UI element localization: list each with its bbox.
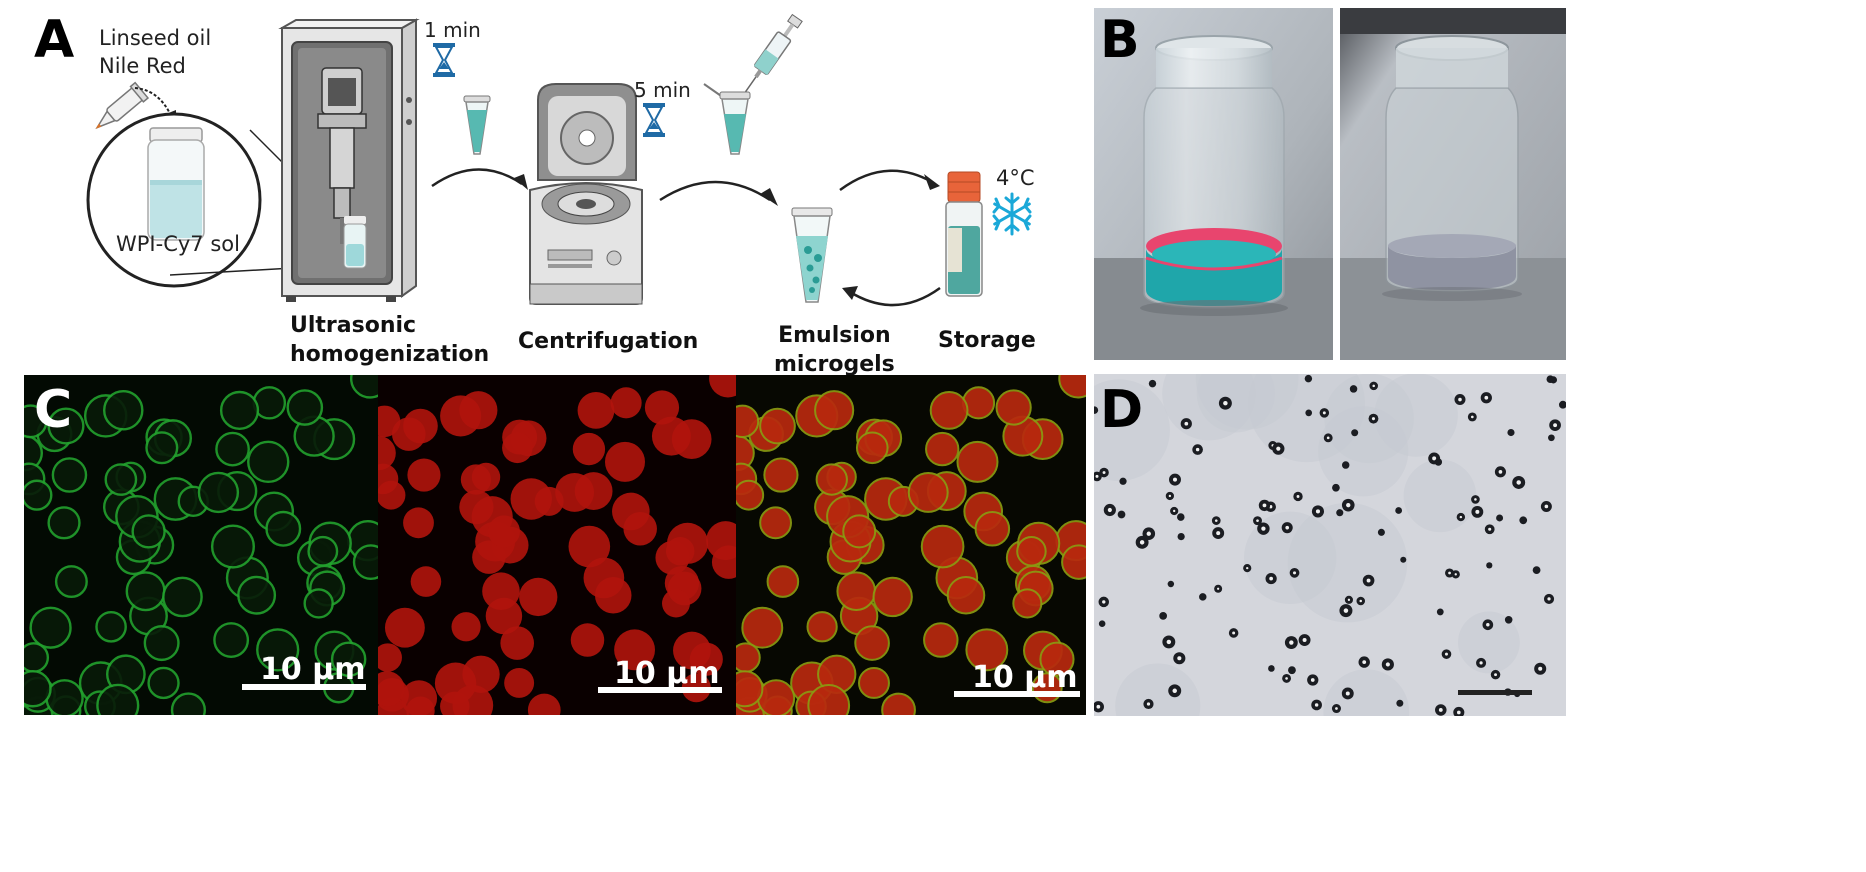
arrow-to-emulsion	[659, 180, 778, 206]
arrow-from-storage	[842, 286, 941, 307]
scale-label-merged: 10 µm	[972, 660, 1078, 695]
vial-photo-gray	[1340, 8, 1566, 360]
brightfield-micrograph	[1094, 374, 1566, 716]
scale-bar-merged	[954, 691, 1080, 697]
arrow-to-centrifuge	[431, 168, 528, 190]
emulsion-tube-icon	[791, 207, 833, 303]
magnified-vial-circle	[86, 112, 262, 288]
scale-label-green: 10 µm	[260, 652, 366, 687]
panel-c-letter: C	[34, 380, 73, 440]
step-emulsion-line2: microgels	[774, 351, 895, 377]
step-ultrasonic-label: Ultrasonic homogenization	[290, 312, 489, 369]
scale-bar-red	[598, 687, 722, 693]
vial-photo-colored	[1094, 8, 1333, 360]
panel-a-letter: A	[34, 10, 75, 70]
step-emulsion-line1: Emulsion	[778, 323, 891, 348]
ultrasonic-homogenizer-icon	[278, 18, 420, 302]
step-ultrasonic-line1: Ultrasonic	[290, 313, 417, 338]
panel-b-letter: B	[1100, 10, 1140, 70]
arrow-to-storage	[839, 169, 940, 192]
syringe-icon	[745, 13, 803, 93]
time-centrifugation: 5 min	[634, 78, 691, 102]
micrograph-green-channel	[24, 375, 378, 715]
scale-bar-green	[242, 684, 366, 690]
scale-label-red: 10 µm	[614, 656, 720, 691]
linseed-oil-label: Linseed oil	[99, 26, 212, 50]
time-homogenization: 1 min	[424, 18, 481, 42]
panel-d-letter: D	[1100, 380, 1144, 440]
step-centrifugation-label: Centrifugation	[518, 329, 699, 354]
hourglass-icon	[433, 43, 455, 77]
micrograph-merged-channel	[736, 375, 1086, 715]
hourglass-icon-2	[643, 103, 665, 137]
step-emulsion-label: Emulsion microgels	[774, 322, 895, 379]
scale-bar-brightfield	[1458, 690, 1532, 695]
oil-tube-icon	[95, 81, 150, 130]
snowflake-icon	[992, 192, 1032, 236]
storage-temperature: 4°C	[996, 166, 1035, 190]
step-ultrasonic-line2: homogenization	[290, 341, 490, 367]
centrifuge-icon	[529, 83, 643, 305]
micrograph-red-channel	[378, 375, 736, 715]
tube-homogenized-icon	[463, 95, 491, 155]
storage-vial-icon	[945, 171, 983, 297]
nile-red-label: Nile Red	[99, 54, 186, 78]
wpi-cy7-label: WPI-Cy7 sol	[116, 232, 240, 256]
step-storage-label: Storage	[938, 328, 1036, 353]
tube-with-sample-icon	[703, 83, 751, 155]
